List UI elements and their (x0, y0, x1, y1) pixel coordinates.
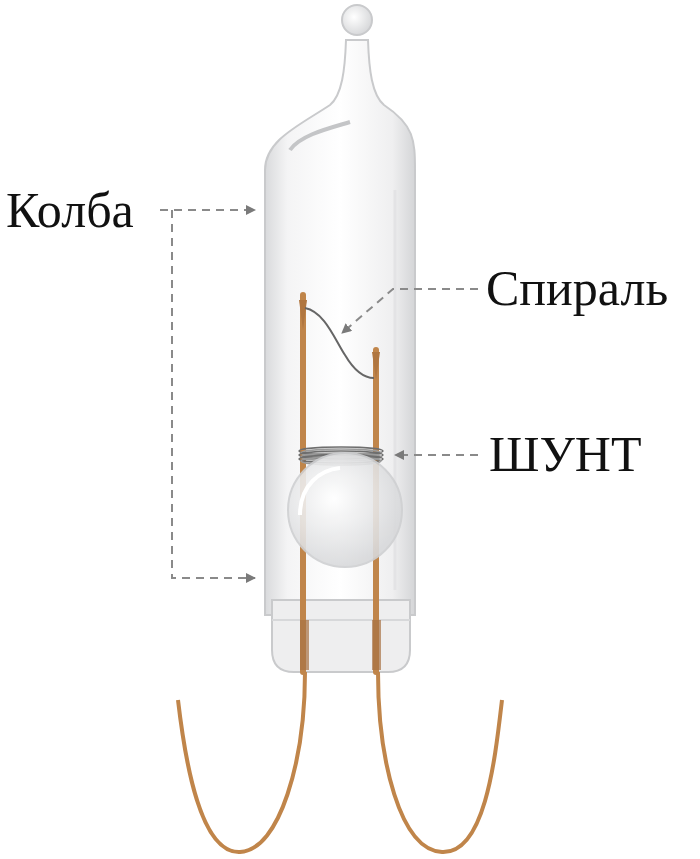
bulb-glass (265, 40, 415, 615)
external-lead (378, 672, 502, 852)
filament (305, 308, 374, 378)
glass-bead (288, 453, 402, 567)
leader-line (342, 289, 478, 333)
bead-highlight (300, 468, 340, 515)
lead-tip (299, 300, 307, 330)
bulb-base (272, 600, 410, 672)
leader-line (172, 210, 255, 578)
leader-line (395, 454, 478, 456)
wire-in-base (372, 620, 381, 670)
base-edge (272, 619, 410, 621)
lead-tip (372, 352, 380, 380)
part-label: Колба (4, 185, 136, 235)
leader-line (160, 209, 255, 211)
bulb-tip (342, 5, 372, 35)
glass-highlight (290, 122, 350, 150)
wire-in-base (300, 620, 309, 670)
part-label: ШУНТ (487, 429, 644, 479)
part-label: Спираль (484, 263, 670, 313)
external-lead (178, 672, 305, 852)
